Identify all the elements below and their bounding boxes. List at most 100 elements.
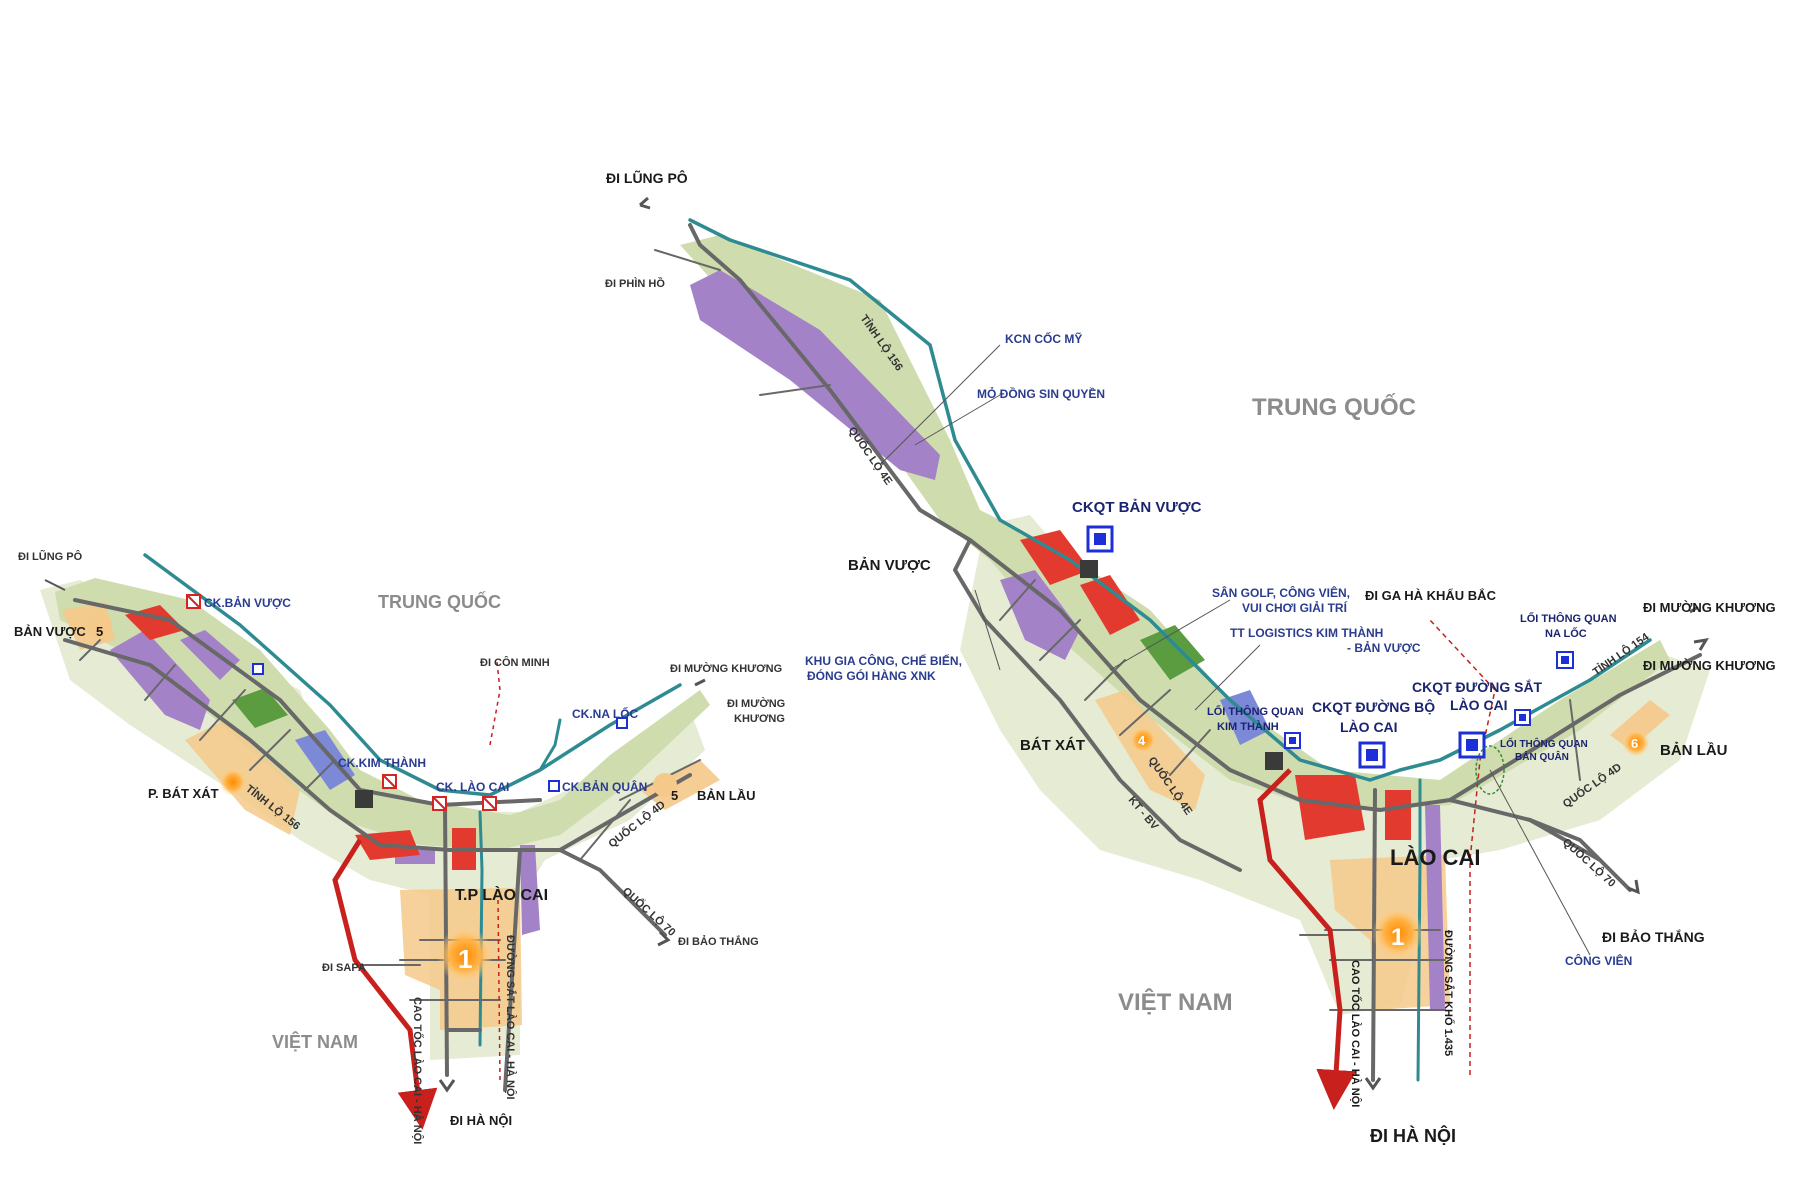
left-label-vietnam: VIỆT NAM bbox=[272, 1031, 358, 1052]
right-dir-muong-khuong-1: ĐI MƯỜNG KHƯƠNG bbox=[1643, 600, 1776, 615]
right-road-railway: ĐƯỜNG SẮT KHỔ 1.435 bbox=[1442, 930, 1455, 1056]
left-industrial-zone-1 bbox=[110, 630, 210, 730]
left-road-railway: ĐƯỜNG SẮT LÀO CAI - HÀ NỘI bbox=[504, 935, 517, 1100]
left-road-secondary bbox=[79, 639, 701, 1001]
right-dir-lung-po: ĐI LŨNG PÔ bbox=[606, 169, 688, 186]
right-label-city: LÀO CAI bbox=[1390, 845, 1480, 870]
left-railway bbox=[489, 661, 501, 1081]
left-border-gate bbox=[355, 790, 373, 808]
left-label-ban-vuoc: BẢN VƯỢC bbox=[14, 624, 86, 639]
left-road-expressway: CAO TỐC LÀO CAI - HÀ NỘI bbox=[411, 997, 425, 1144]
right-green-zone bbox=[1140, 625, 1205, 680]
left-green-zone bbox=[232, 688, 288, 728]
right-purple-strip bbox=[1425, 805, 1445, 1010]
right-cong-vien-area bbox=[1475, 745, 1505, 795]
left-river-north-branch bbox=[538, 718, 562, 772]
right-road-ql70: QUỐC LỘ 70 bbox=[1560, 835, 1619, 890]
right-road-secondary bbox=[654, 249, 1581, 1011]
left-dir-muong-khuong-2a: ĐI MƯỜNG bbox=[727, 697, 785, 710]
left-blue-zone bbox=[295, 730, 355, 790]
left-dir-lung-po: ĐI LŨNG PÔ bbox=[18, 550, 83, 563]
left-dir-muong-khuong-2b: KHƯƠNG bbox=[734, 713, 785, 725]
right-center-marker-glow bbox=[1372, 907, 1424, 959]
left-label-ck-kim-thanh: CK.KIM THÀNH bbox=[338, 755, 426, 770]
right-dir-ga-ha-khau: ĐI GA HÀ KHẨU BẮC bbox=[1365, 588, 1497, 603]
left-marker-ban-vuoc: 5 bbox=[96, 624, 103, 639]
right-red-zone-1 bbox=[1020, 530, 1090, 585]
right-marker-bat-xat: 4 bbox=[1138, 733, 1146, 748]
right-callout-lines bbox=[879, 344, 1591, 956]
right-arrow-muong-khuong-1 bbox=[1689, 605, 1699, 614]
right-label-na-loc-1: LỐI THÔNG QUAN bbox=[1520, 611, 1617, 625]
left-label-ck-lao-cai: CK. LÀO CAI bbox=[436, 779, 509, 794]
left-map: TRUNG QUỐC VIỆT NAM T.P LÀO CAI BẢN VƯỢC… bbox=[14, 550, 785, 1144]
right-label-ban-vuoc: BẢN VƯỢC bbox=[848, 557, 931, 574]
right-label-ban-quan-2: BẢN QUÂN bbox=[1515, 750, 1569, 763]
right-red-zone-2 bbox=[1080, 575, 1140, 635]
right-label-na-loc-2: NA LỐC bbox=[1545, 626, 1587, 640]
right-dir-phin-ho: ĐI PHÌN HỒ bbox=[605, 277, 665, 290]
left-dir-con-minh: ĐI CÔN MINH bbox=[480, 656, 550, 669]
left-dir-ha-noi: ĐI HÀ NỘI bbox=[450, 1113, 512, 1128]
right-label-ckqt-duong-bo-2: LÀO CAI bbox=[1340, 719, 1398, 735]
right-label-ban-quan-1: LỐI THÔNG QUAN bbox=[1500, 736, 1588, 750]
left-river-south-branch bbox=[478, 810, 484, 1047]
left-arrow-lung-po bbox=[44, 579, 66, 591]
right-callout-logistics-1: TT LOGISTICS KIM THÀNH bbox=[1230, 625, 1383, 640]
right-road-expressway: CAO TỐC LÀO CAI - HÀ NỘI bbox=[1349, 960, 1363, 1107]
right-expressway bbox=[1257, 768, 1357, 1110]
right-label-vietnam: VIỆT NAM bbox=[1118, 988, 1233, 1016]
left-ban-vuoc-marker-glow bbox=[88, 613, 112, 637]
right-callout-khu-gia-cong-2: ĐÓNG GÓI HÀNG XNK bbox=[807, 668, 936, 683]
left-expressway bbox=[332, 838, 438, 1130]
right-purple-zone-2 bbox=[1000, 570, 1080, 660]
right-callout-mo-dong: MỎ ĐỒNG SIN QUYỀN bbox=[977, 386, 1105, 401]
left-ck-station-icon bbox=[252, 663, 264, 675]
left-dir-sapa: ĐI SAPA bbox=[322, 962, 366, 974]
right-red-zone-3 bbox=[1295, 775, 1365, 840]
right-kcn-coc-my-zone bbox=[690, 270, 940, 480]
left-orange-ban-lau-zone bbox=[640, 760, 720, 810]
right-arrow-ha-noi bbox=[1364, 1077, 1382, 1091]
right-railway bbox=[1429, 619, 1496, 1075]
left-industrial-zone-2 bbox=[180, 630, 240, 680]
right-label-ckqt-duong-sat-2: LÀO CAI bbox=[1450, 697, 1508, 713]
left-checkpoints bbox=[186, 594, 628, 811]
right-map: TRUNG QUỐC VIỆT NAM LÀO CAI BẢN VƯỢC BÁT… bbox=[605, 169, 1776, 1146]
left-dir-bao-thang: ĐI BẢO THẮNG bbox=[678, 935, 759, 948]
right-arrow-lung-po bbox=[639, 196, 651, 210]
left-ban-lau-marker-glow bbox=[653, 773, 677, 797]
left-label-ck-na-loc: CK.NA LỐC bbox=[572, 706, 639, 721]
right-arrow-muong-khuong-2 bbox=[1693, 637, 1709, 651]
left-road-ql70: QUỐC LỘ 70 bbox=[620, 884, 679, 939]
right-label-bat-xat: BÁT XÁT bbox=[1020, 737, 1085, 754]
left-border-river bbox=[143, 553, 682, 797]
right-label-ckqt-duong-bo-1: CKQT ĐƯỜNG BỘ bbox=[1312, 698, 1435, 715]
left-bat-xat-marker-glow bbox=[219, 768, 247, 796]
right-river-south-branch bbox=[1416, 778, 1422, 1082]
left-ck-na-loc-icon bbox=[616, 717, 628, 729]
right-marker-center: 1 bbox=[1391, 924, 1404, 951]
right-bat-xat-marker-glow bbox=[1129, 726, 1157, 754]
right-border-gate-1 bbox=[1080, 560, 1098, 578]
right-callout-logistics-2: - BẢN VƯỢC bbox=[1347, 640, 1421, 655]
left-dir-muong-khuong-1: ĐI MƯỜNG KHƯƠNG bbox=[670, 662, 782, 675]
right-road-network bbox=[688, 223, 1702, 1082]
right-callout-san-golf-2: VUI CHƠI GIẢI TRÍ bbox=[1242, 600, 1348, 615]
right-label-ckqt-duong-sat-1: CKQT ĐƯỜNG SẮT bbox=[1412, 678, 1543, 695]
left-label-ck-ban-vuoc: CK.BẢN VƯỢC bbox=[204, 595, 291, 610]
right-label-kim-thanh-1: LỐI THÔNG QUAN bbox=[1207, 704, 1304, 718]
left-center-marker-glow bbox=[437, 927, 493, 983]
right-callout-cong-vien: CÔNG VIÊN bbox=[1565, 953, 1632, 968]
right-label-ckqt-ban-vuoc: CKQT BẢN VƯỢC bbox=[1072, 499, 1202, 516]
left-marker-center: 1 bbox=[458, 944, 472, 974]
left-industrial-zone-3 bbox=[520, 845, 540, 935]
right-arrow-bao-thang bbox=[1627, 879, 1640, 895]
right-dir-muong-khuong-2: ĐI MƯỜNG KHƯƠNG bbox=[1643, 658, 1776, 673]
right-ban-lau-marker-glow bbox=[1622, 729, 1650, 757]
right-label-china: TRUNG QUỐC bbox=[1252, 393, 1416, 421]
left-label-ban-lau: BẢN LẦU bbox=[697, 788, 756, 803]
left-label-bat-xat: P. BÁT XÁT bbox=[148, 786, 219, 801]
left-arrow-bao-thang bbox=[657, 930, 671, 947]
